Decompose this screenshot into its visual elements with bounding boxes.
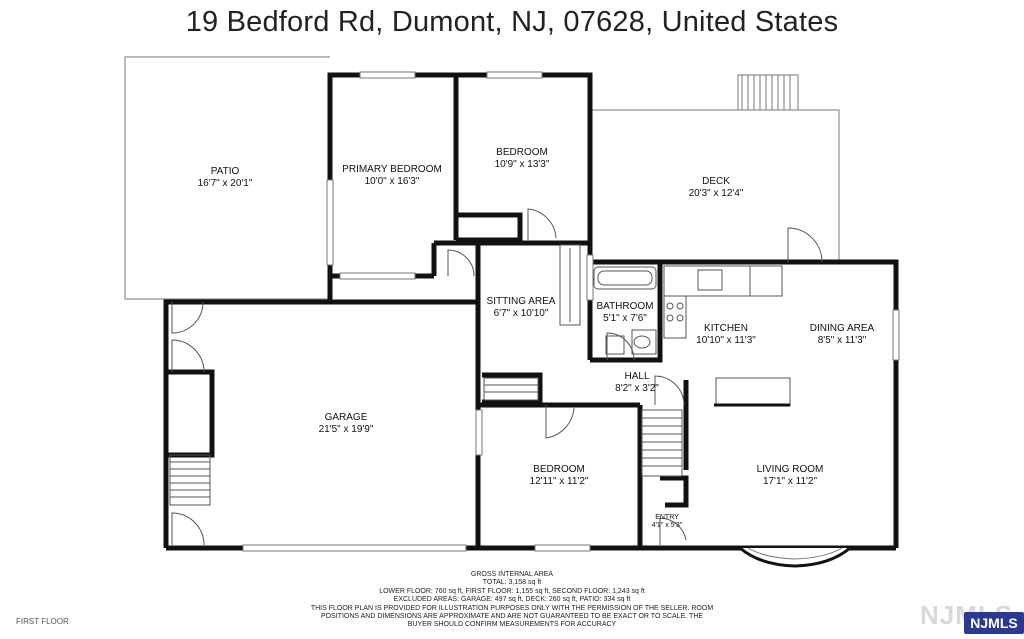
note-line: GROSS INTERNAL AREA	[470, 571, 554, 578]
room-label-deck: DECK 20'3" x 12'4"	[689, 176, 744, 200]
room-dims: 21'5" x 19'9"	[318, 424, 374, 435]
stairs	[169, 377, 683, 506]
room-dims: 10'10" x 11'3"	[696, 335, 756, 346]
room-dims: 12'11" x 11'2"	[529, 476, 589, 487]
page-title: 19 Bedford Rd, Dumont, NJ, 07628, United…	[185, 6, 839, 38]
room-name: ENTRY	[655, 514, 679, 521]
room-name: DECK	[702, 176, 730, 187]
room-name: DINING AREA	[809, 323, 875, 334]
room-dims: 10'9" x 13'3"	[494, 159, 550, 170]
room-label-patio: PATIO 16'7" x 20'1"	[198, 166, 253, 190]
room-label-kitchen: KITCHEN 10'10" x 11'3"	[696, 323, 756, 347]
room-name: KITCHEN	[704, 323, 748, 334]
note-line: TOTAL: 3,158 sq ft	[482, 579, 542, 587]
room-label-living-room: LIVING ROOM 17'1" x 11'2"	[757, 464, 824, 488]
room-dims: 16'7" x 20'1"	[197, 178, 253, 189]
room-label-sitting-area: SITTING AREA 6'7" x 10'10"	[487, 296, 556, 320]
fixtures	[559, 244, 791, 407]
logo-badge: NJMLS	[964, 612, 1024, 634]
room-dims: 8'2" x 3'2"	[615, 383, 659, 394]
room-name: LIVING ROOM	[756, 464, 824, 475]
room-dims: 8'5" x 11'3"	[817, 335, 867, 346]
bay-window	[739, 546, 851, 568]
room-label-garage: GARAGE 21'5" x 19'9"	[319, 412, 374, 436]
note-line: THIS FLOOR PLAN IS PROVIDED FOR ILLUSTRA…	[310, 604, 714, 612]
njmls-logo: NJMLS NJMLS	[920, 590, 1024, 639]
room-dims: 4'1" x 5'3"	[651, 522, 683, 529]
room-label-hall: HALL 8'2" x 3'2"	[615, 371, 659, 395]
room-dims: 20'3" x 12'4"	[688, 188, 744, 199]
room-dims: 5'1" x 7'6"	[603, 313, 647, 324]
note-line: EXCLUDED AREAS: GARAGE: 497 sq ft, DECK:…	[393, 596, 631, 604]
area-notes: GROSS INTERNAL AREA TOTAL: 3,158 sq ft L…	[262, 571, 762, 630]
room-label-entry: ENTRY 4'1" x 5'3"	[652, 514, 683, 530]
room-name: BEDROOM	[533, 464, 585, 475]
room-dims: 17'1" x 11'2"	[762, 476, 818, 487]
room-dims: 6'7" x 10'10"	[493, 308, 549, 319]
room-name: HALL	[624, 371, 650, 382]
room-label-bedroom-1: BEDROOM 10'9" x 13'3"	[495, 147, 550, 171]
room-name: BEDROOM	[496, 147, 548, 158]
note-line: POSITIONS AND DIMENSIONS ARE APPROXIMATE…	[320, 613, 704, 621]
room-name: PATIO	[210, 166, 240, 177]
patio-outline	[124, 56, 330, 300]
room-name: SITTING AREA	[486, 296, 556, 307]
doors	[171, 208, 823, 546]
note-line: LOWER FLOOR: 760 sq ft, FIRST FLOOR: 1,1…	[379, 587, 645, 595]
room-label-bathroom: BATHROOM 5'1" x 7'6"	[596, 301, 653, 325]
room-dims: 10'0" x 16'3"	[364, 176, 420, 187]
room-label-dining-area: DINING AREA 8'5" x 11'3"	[810, 323, 874, 347]
note-line: BUYER SHOULD CONFIRM MEASUREMENTS FOR AC…	[407, 621, 617, 629]
room-label-bedroom-2: BEDROOM 12'11" x 11'2"	[530, 464, 589, 488]
room-name: BATHROOM	[596, 301, 654, 312]
floor-label: FIRST FLOOR	[16, 617, 69, 626]
deck-outline	[592, 74, 840, 261]
room-name: GARAGE	[324, 412, 368, 423]
room-name: PRIMARY BEDROOM	[342, 164, 442, 175]
room-label-primary-bedroom: PRIMARY BEDROOM 10'0" x 16'3"	[342, 164, 442, 188]
windows	[242, 71, 900, 552]
